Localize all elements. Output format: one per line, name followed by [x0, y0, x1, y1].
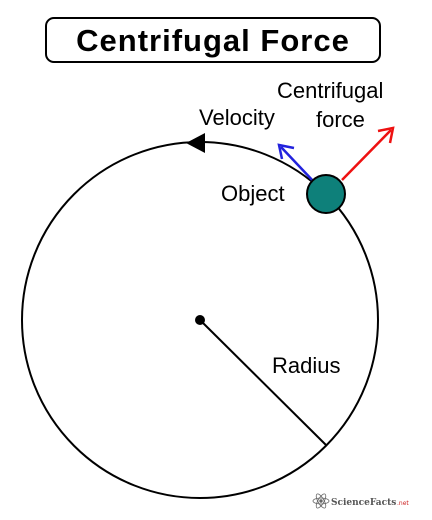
velocity-label: Velocity: [199, 105, 275, 130]
centrifugal-label-line2: force: [316, 107, 365, 132]
radius-label: Radius: [272, 353, 340, 378]
orbiting-object: [306, 174, 346, 214]
centrifugal-label-line1: Centrifugal: [277, 78, 383, 103]
radius-line: [199, 319, 327, 446]
velocity-arrow: [277, 143, 316, 184]
centrifugal-force-arrow: [341, 126, 395, 181]
motion-direction-arrowhead: [186, 133, 205, 153]
title-box: Centrifugal Force: [45, 17, 381, 63]
diagram-title: Centrifugal Force: [76, 22, 350, 58]
watermark-brand: ScienceFacts: [331, 498, 396, 508]
atom-logo-icon: [312, 493, 330, 509]
object-label: Object: [221, 181, 285, 206]
sciencefacts-watermark: ScienceFacts .net: [312, 493, 409, 509]
watermark-suffix: .net: [397, 500, 409, 507]
